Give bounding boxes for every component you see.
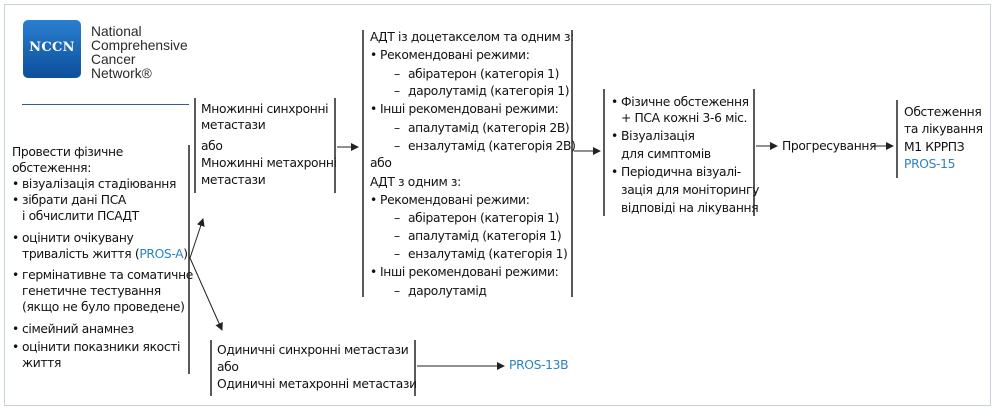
nccn-logo-text: NCCN — [29, 40, 75, 55]
workup-intro-1: Провести фізичне — [12, 145, 123, 159]
workup-item-family: сімейний анамнез — [22, 322, 134, 336]
dash-icon: – — [394, 284, 400, 298]
final-line-3: М1 КРРПЗ — [904, 140, 965, 154]
dash-icon: – — [394, 121, 400, 135]
logo-line-3: Cancer — [91, 52, 136, 67]
workup-item-genetic-2: генетичне тестування — [22, 284, 161, 298]
bullet-icon: • — [611, 95, 618, 109]
treatment-rec-2: Рекомендовані режими: — [380, 193, 530, 207]
workup-item-psa-2: і обчислити ПСАДТ — [22, 209, 139, 223]
workup-item-qol-2: життя — [22, 356, 62, 370]
logo-line-2: Comprehensive — [91, 38, 188, 53]
bullet-icon: • — [12, 268, 19, 282]
monitoring-item-2-line-2: для симптомів — [621, 147, 711, 161]
bullet-icon: • — [370, 102, 377, 116]
treatment-head-2: АДТ з одним з: — [370, 175, 461, 189]
single-line-2: Одиничні метахронні метастази — [217, 377, 417, 391]
workup-item-psa-1: зібрати дані ПСА — [22, 193, 126, 207]
dash-icon: – — [394, 211, 400, 225]
treatment-rec-1-item-2: даролутамід (категорія 1) — [408, 84, 570, 98]
bullet-icon: • — [12, 193, 19, 207]
workup-item-qol-1: оцінити показники якості — [22, 340, 181, 354]
arrow-to-single — [189, 257, 223, 331]
monitoring-item-3-line-2: зація для моніторингу — [621, 183, 760, 197]
monitoring-item-2-line-1: Візуалізація — [621, 129, 695, 143]
bullet-icon: • — [370, 265, 377, 279]
single-line-1: Одиничні синхронні метастази — [217, 343, 409, 357]
progression-label: Прогресування — [782, 139, 877, 153]
treatment-rec-2-item-1: абіратерон (категорія 1) — [408, 211, 560, 225]
treatment-other-2: Інші рекомендовані режими: — [380, 265, 559, 279]
logo-line-4: Network® — [91, 66, 152, 81]
treatment-rec-2-item-2: апалутамід (категорія 1) — [408, 229, 562, 243]
nccn-logo-mark: NCCN — [23, 20, 81, 78]
final-line-1: Обстеження — [904, 105, 982, 119]
workup-item-genetic-1: гермінативне та соматичне — [22, 268, 193, 282]
treatment-head-1: АДТ із доцетакселом та одним з: — [370, 30, 574, 44]
treatment-rec-2-item-3: ензалутамід (категорія 1) — [408, 247, 568, 261]
treatment-rec-1: Рекомендовані режими: — [380, 48, 530, 62]
workup-item-genetic-3: (якщо не було проведене) — [22, 300, 185, 314]
treatment-other-1-item-1: апалутамід (категорія 2В) — [408, 121, 570, 135]
multiple-or: або — [201, 139, 223, 153]
treatment-rec-1-item-1: абіратерон (категорія 1) — [408, 67, 560, 81]
bullet-icon: • — [370, 48, 377, 62]
workup-item-imaging: візуалізація стадіювання — [22, 177, 177, 191]
pros-a-link[interactable]: PROS-A — [139, 247, 184, 261]
pros-13b-link[interactable]: PROS-13B — [509, 358, 569, 372]
dash-icon: – — [394, 84, 400, 98]
monitoring-item-1-line-2: + ПСА кожні 3-6 міс. — [621, 111, 748, 125]
workup-item-life-2: тривалість життя (PROS-A) — [22, 247, 188, 261]
bullet-icon: • — [12, 322, 19, 336]
monitoring-item-3-line-3: відповіді на лікування — [621, 201, 759, 215]
final-line-2: та лікування — [904, 122, 983, 136]
multiple-line-3: Множинні метахронні — [201, 156, 337, 170]
monitoring-item-3-line-1: Періодична візуалі- — [621, 165, 741, 179]
logo-divider — [22, 104, 189, 105]
bullet-icon: • — [12, 177, 19, 191]
workup-intro-2: обстеження: — [12, 161, 92, 175]
single-or: або — [217, 360, 239, 374]
multiple-line-4: метастази — [201, 173, 266, 187]
dash-icon: – — [394, 139, 400, 153]
dash-icon: – — [394, 247, 400, 261]
bullet-icon: • — [12, 231, 19, 245]
bullet-icon: • — [611, 129, 618, 143]
multiple-line-1: Множинні синхронні — [201, 102, 329, 116]
diagram-frame — [4, 4, 991, 406]
dash-icon: – — [394, 229, 400, 243]
bullet-icon: • — [611, 165, 618, 179]
multiple-line-2: метастази — [201, 118, 266, 132]
pros-15-link[interactable]: PROS-15 — [904, 157, 956, 171]
treatment-or: або — [370, 156, 392, 170]
treatment-other-1: Інші рекомендовані режими: — [380, 102, 559, 116]
bullet-icon: • — [370, 193, 377, 207]
bullet-icon: • — [12, 340, 19, 354]
treatment-other-2-item-1: даролутамід — [408, 284, 487, 298]
monitoring-item-1-line-1: Фізичне обстеження — [621, 95, 749, 109]
treatment-other-1-item-2: ензалутамід (категорія 2В) — [408, 139, 576, 153]
dash-icon: – — [394, 67, 400, 81]
logo-line-1: National — [91, 24, 142, 39]
arrow-to-multiple — [189, 218, 205, 259]
workup-item-life-1: оцінити очікувану — [22, 231, 134, 245]
